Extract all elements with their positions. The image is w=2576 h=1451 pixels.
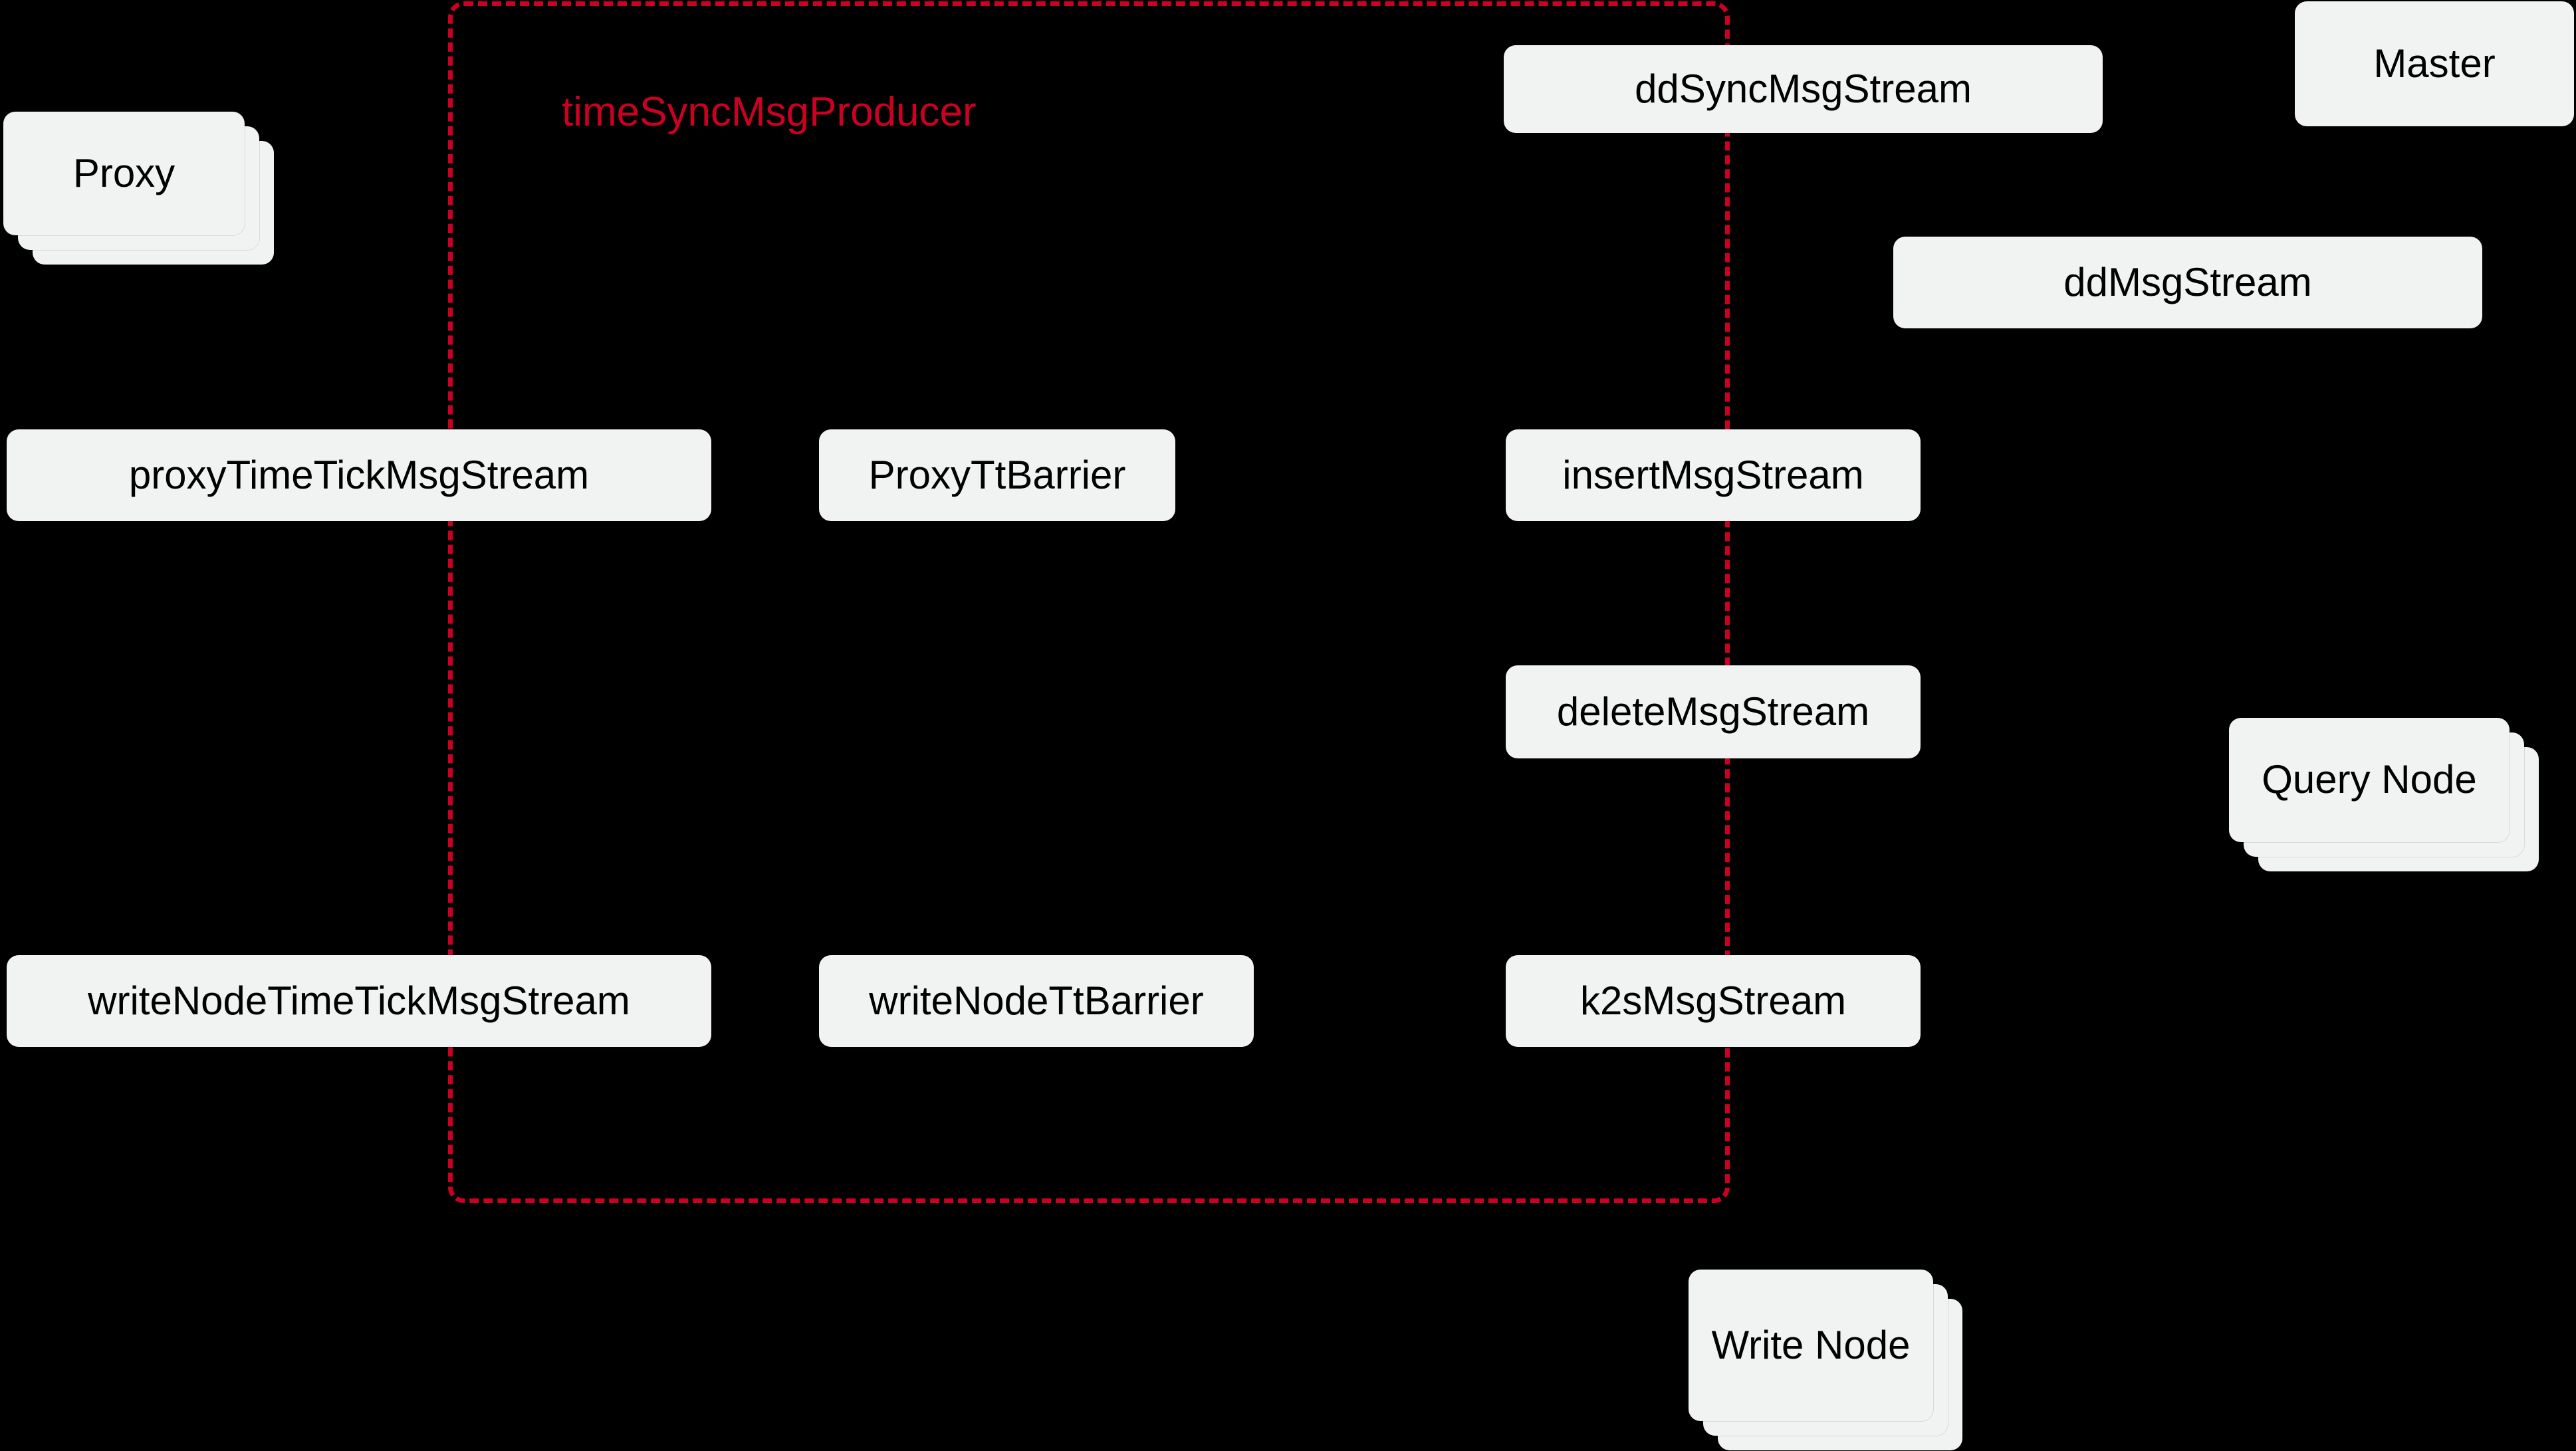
insert-msg-stream-node[interactable]: insertMsgStream xyxy=(1506,429,1921,521)
query-node-card-front[interactable]: Query Node xyxy=(2229,718,2510,842)
dd-msg-stream-label: ddMsgStream xyxy=(2063,260,2312,305)
proxy-time-tick-msg-stream-label: proxyTimeTickMsgStream xyxy=(128,453,590,498)
proxy-stack[interactable]: Proxy xyxy=(3,112,276,265)
proxy-time-tick-msg-stream-node[interactable]: proxyTimeTickMsgStream xyxy=(7,429,711,521)
proxy-tt-barrier-node[interactable]: ProxyTtBarrier xyxy=(819,429,1175,521)
proxy-card-front[interactable]: Proxy xyxy=(3,112,245,235)
write-node-time-tick-msg-stream-label: writeNodeTimeTickMsgStream xyxy=(88,978,630,1024)
write-node-time-tick-msg-stream-node[interactable]: writeNodeTimeTickMsgStream xyxy=(7,955,711,1047)
write-node-tt-barrier-label: writeNodeTtBarrier xyxy=(869,978,1204,1024)
master-label: Master xyxy=(2373,41,2496,86)
delete-msg-stream-node[interactable]: deleteMsgStream xyxy=(1506,665,1921,758)
query-node-stack[interactable]: Query Node xyxy=(2229,718,2541,872)
proxy-tt-barrier-label: ProxyTtBarrier xyxy=(868,453,1126,498)
write-node-card-front[interactable]: Write Node xyxy=(1689,1270,1933,1421)
query-node-label: Query Node xyxy=(2262,757,2477,802)
time-sync-msg-producer-label: timeSyncMsgProducer xyxy=(562,89,977,135)
time-sync-msg-producer-group xyxy=(448,1,1730,1203)
write-node-stack[interactable]: Write Node xyxy=(1689,1270,1968,1451)
write-node-tt-barrier-node[interactable]: writeNodeTtBarrier xyxy=(819,955,1254,1047)
k2s-msg-stream-node[interactable]: k2sMsgStream xyxy=(1506,955,1921,1047)
dd-sync-msg-stream-node[interactable]: ddSyncMsgStream xyxy=(1504,45,2103,133)
write-node-label: Write Node xyxy=(1711,1322,1911,1367)
insert-msg-stream-label: insertMsgStream xyxy=(1562,453,1864,498)
dd-sync-msg-stream-label: ddSyncMsgStream xyxy=(1635,66,1972,112)
delete-msg-stream-label: deleteMsgStream xyxy=(1556,689,1870,734)
proxy-label: Proxy xyxy=(72,150,176,195)
k2s-msg-stream-label: k2sMsgStream xyxy=(1580,978,1847,1024)
dd-msg-stream-node[interactable]: ddMsgStream xyxy=(1893,237,2482,328)
master-node[interactable]: Master xyxy=(2295,1,2574,126)
